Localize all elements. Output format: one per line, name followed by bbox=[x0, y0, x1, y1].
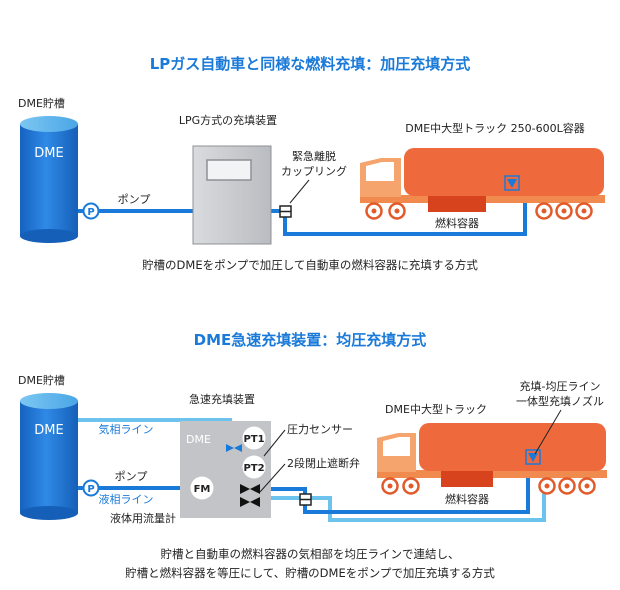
tank-text: DME bbox=[34, 146, 63, 161]
pump-label: ポンプ bbox=[118, 193, 151, 206]
section-1-title: LPガス自動車と同様な燃料充填：加圧充填方式 bbox=[150, 55, 471, 73]
valve-label: 2段閉止遮断弁 bbox=[287, 456, 360, 470]
liquid-line-label: 液相ライン bbox=[99, 492, 154, 506]
pressure-sensor-leader bbox=[263, 429, 286, 457]
coupling-label-2: カップリング bbox=[281, 164, 347, 178]
section-2-caption-2: 貯槽と燃料容器を等圧にして、貯槽のDMEをポンプで加圧充填する方式 bbox=[125, 566, 495, 580]
svg-text:P: P bbox=[87, 207, 94, 218]
pump-icon-2: P bbox=[82, 479, 100, 497]
coupling-icon bbox=[279, 205, 292, 218]
pressure-sensor-pt1: PT1 bbox=[242, 426, 266, 450]
pump-icon: P bbox=[82, 202, 100, 220]
dispenser-label: LPG方式の充填装置 bbox=[179, 113, 277, 127]
truck-1 bbox=[360, 148, 605, 220]
svg-text:PT2: PT2 bbox=[243, 463, 264, 474]
truck-2-fill-port bbox=[525, 449, 541, 465]
section-2: DME急速充填装置：均圧充填方式 DME貯槽 DME 気相ライン P ポンプ 液… bbox=[18, 331, 607, 580]
truck-label: DME中大型トラック 250-600L容器 bbox=[405, 121, 585, 135]
section-2-title: DME急速充填装置：均圧充填方式 bbox=[194, 331, 427, 349]
container-label-2: 燃料容器 bbox=[445, 492, 489, 506]
pressure-sensor-label: 圧力センサー bbox=[287, 423, 353, 436]
gas-line-label: 気相ライン bbox=[99, 422, 154, 436]
lpg-dispenser bbox=[192, 145, 272, 245]
nozzle-label-2: 一体型充填ノズル bbox=[516, 394, 604, 408]
container-label: 燃料容器 bbox=[435, 216, 479, 230]
nozzle-leader bbox=[534, 409, 562, 455]
coupling-label-1: 緊急離脱 bbox=[292, 149, 336, 163]
pressure-sensor-pt2: PT2 bbox=[242, 455, 266, 479]
svg-text:P: P bbox=[87, 484, 94, 495]
flowmeter-icon: FM bbox=[190, 476, 214, 500]
svg-text:FM: FM bbox=[194, 484, 211, 495]
storage-tank-2: DME bbox=[20, 393, 78, 520]
truck-label-2: DME中大型トラック bbox=[385, 402, 487, 416]
coupling-icon-2 bbox=[299, 493, 312, 506]
device-label: 急速充填装置 bbox=[189, 392, 255, 406]
truck-2 bbox=[377, 423, 607, 495]
shutoff-valve-icon bbox=[240, 484, 260, 507]
nozzle-label-1: 充填-均圧ライン bbox=[520, 379, 601, 393]
storage-tank: DME bbox=[20, 116, 78, 243]
valve-leader bbox=[259, 463, 286, 493]
section-1: LPガス自動車と同様な燃料充填：加圧充填方式 DME貯槽 DME P ポンプ L… bbox=[18, 55, 605, 272]
truck-1-fill-port bbox=[504, 175, 520, 191]
flowmeter-label: 液体用流量計 bbox=[110, 511, 176, 525]
storage-tank-label-2: DME貯槽 bbox=[18, 374, 65, 387]
pump-label-2: ポンプ bbox=[115, 470, 148, 483]
tank-text-2: DME bbox=[34, 423, 63, 438]
section-2-caption-1: 貯槽と自動車の燃料容器の気相部を均圧ラインで連結し、 bbox=[161, 547, 460, 561]
valve-icon bbox=[226, 444, 242, 452]
coupling-leader bbox=[289, 179, 310, 204]
section-1-caption: 貯槽のDMEをポンプで加圧して自動車の燃料容器に充填する方式 bbox=[142, 258, 478, 272]
storage-tank-label: DME貯槽 bbox=[18, 97, 65, 110]
device-text: DME bbox=[186, 433, 211, 446]
svg-text:PT1: PT1 bbox=[243, 434, 264, 445]
